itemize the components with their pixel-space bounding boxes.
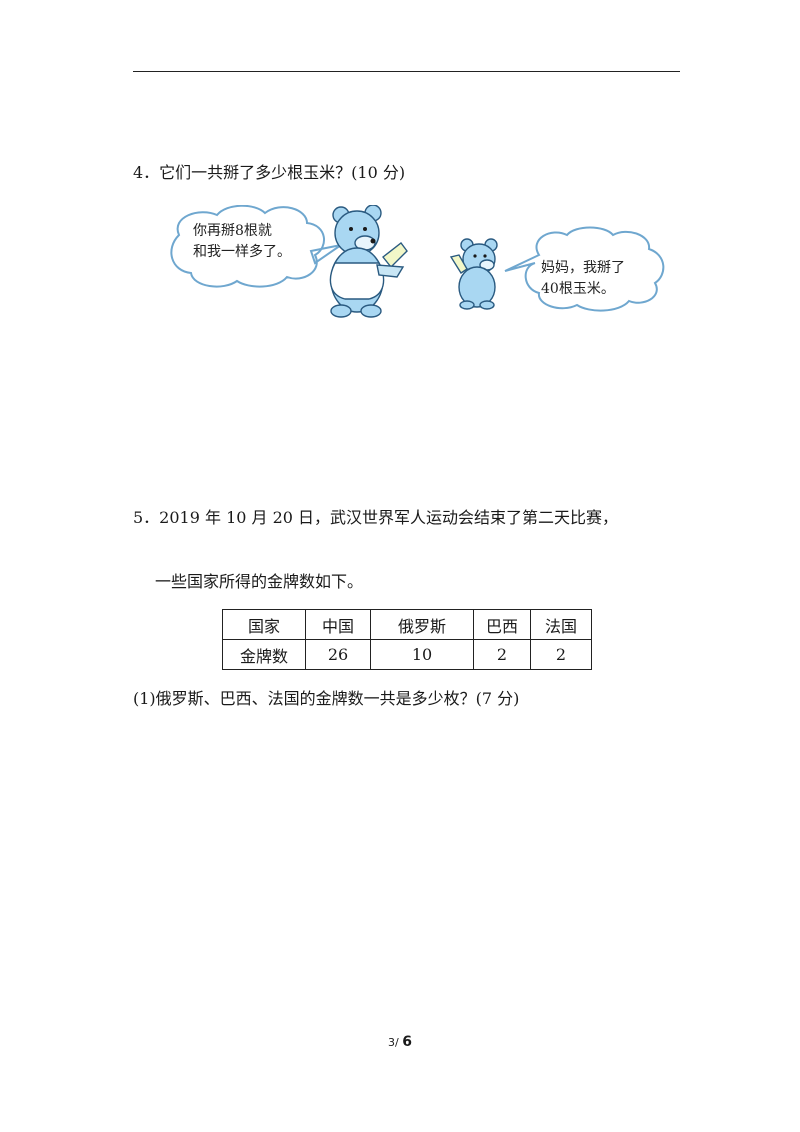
- page-total: 6: [402, 1034, 412, 1050]
- cub-speech-line1: 妈妈，我掰了: [541, 260, 625, 276]
- cub-bear: [449, 238, 498, 310]
- table-cell: 中国: [305, 609, 371, 640]
- header-rule: [133, 71, 680, 72]
- mother-speech-text: 你再掰8根就 和我一样多了。: [193, 221, 291, 263]
- question-5-sub-1: (1)俄罗斯、巴西、法国的金牌数一共是多少枚？(7 分): [133, 689, 520, 708]
- table-cell: 俄罗斯: [370, 609, 474, 640]
- cub-speech-line2: 40根玉米。: [541, 281, 615, 297]
- table-cell: 国家: [222, 609, 306, 640]
- cub-speech-text: 妈妈，我掰了 40根玉米。: [541, 258, 625, 300]
- mother-speech-line1: 你再掰8根就: [193, 223, 272, 239]
- table-cell: 巴西: [473, 609, 531, 640]
- question-5-title-line2: 一些国家所得的金牌数如下。: [155, 572, 364, 591]
- cub-speech-bubble: [504, 226, 665, 312]
- medal-table: 国家 中国 俄罗斯 巴西 法国 金牌数 26 10 2 2: [222, 609, 592, 670]
- table-row: 金牌数 26 10 2 2: [222, 639, 592, 670]
- table-header-row: 国家 中国 俄罗斯 巴西 法国: [222, 609, 592, 640]
- table-cell: 法国: [530, 609, 592, 640]
- mother-bear: [329, 205, 408, 318]
- table-cell: 金牌数: [222, 639, 306, 670]
- eyes: [349, 227, 376, 244]
- bears-illustration: [170, 205, 665, 318]
- page-current: 3/: [388, 1036, 399, 1049]
- page-number: 3/ 6: [0, 1034, 800, 1050]
- table-cell: 26: [305, 639, 371, 670]
- mother-speech-line2: 和我一样多了。: [193, 244, 291, 260]
- table-cell: 2: [473, 639, 531, 670]
- table-cell: 10: [370, 639, 474, 670]
- mother-speech-bubble: [170, 205, 342, 288]
- question-5-title: 5．2019 年 10 月 20 日，武汉世界军人运动会结束了第二天比赛，: [133, 508, 619, 527]
- question-4-title: 4．它们一共掰了多少根玉米？(10 分): [133, 163, 406, 182]
- table-cell: 2: [530, 639, 592, 670]
